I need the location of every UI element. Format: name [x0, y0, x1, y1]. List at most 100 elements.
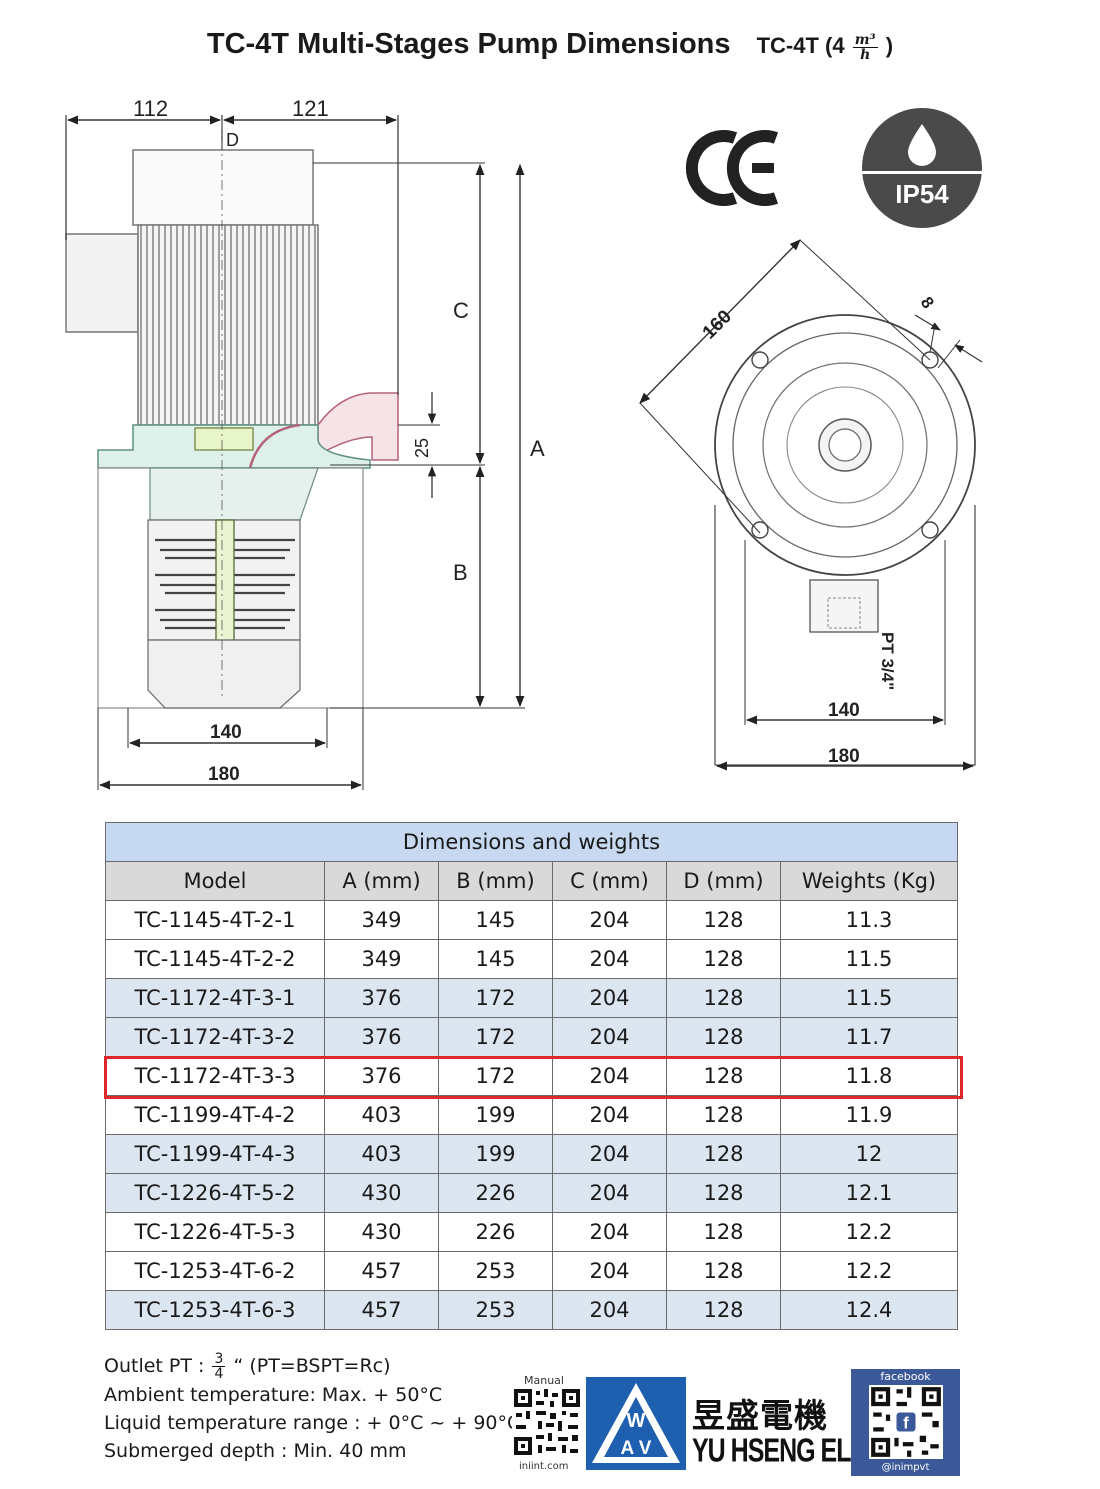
- outlet-plan: [809, 579, 879, 633]
- cell-model: TC-1145-4T-2-2: [105, 939, 325, 979]
- dim-8-label: 8: [917, 293, 938, 312]
- dim-25-label: 25: [412, 438, 432, 458]
- cell-d: 128: [666, 1134, 781, 1174]
- cell-a: 349: [324, 900, 439, 940]
- cell-b: 226: [438, 1212, 553, 1252]
- dim-b-label: B: [453, 560, 468, 585]
- cell-weight: 11.8: [780, 1056, 958, 1096]
- header-model: Model: [105, 861, 325, 901]
- cell-b: 145: [438, 900, 553, 940]
- cell-a: 430: [324, 1212, 439, 1252]
- cell-c: 204: [552, 1056, 667, 1096]
- cell-d: 128: [666, 978, 781, 1018]
- cell-c: 204: [552, 1095, 667, 1135]
- terminal-box: [65, 233, 139, 333]
- header-b: B (mm): [438, 861, 553, 901]
- plan-view: 160 8 PT 3/4" 140 180: [639, 239, 983, 771]
- cell-weight: 12.1: [780, 1173, 958, 1213]
- motor-fins: [137, 224, 319, 426]
- cell-a: 430: [324, 1173, 439, 1213]
- cell-b: 253: [438, 1290, 553, 1330]
- outlet-note: Outlet PT : 3 4 “ (PT=BSPT=Rc): [104, 1351, 391, 1382]
- svg-text:f: f: [903, 1413, 909, 1432]
- outlet-port: [317, 392, 399, 461]
- table-caption: Dimensions and weights: [105, 822, 958, 862]
- brand-logo: W A V: [586, 1377, 686, 1470]
- submerged-note: Submerged depth : Min. 40 mm: [104, 1440, 407, 1462]
- facebook-qr-icon: f: [869, 1385, 943, 1459]
- suction-bell: [147, 639, 301, 709]
- cell-c: 204: [552, 1251, 667, 1291]
- dim-d-label: D: [226, 130, 239, 150]
- outlet-fraction: 3 4: [212, 1351, 226, 1382]
- cell-weight: 12: [780, 1134, 958, 1174]
- cell-model: TC-1226-4T-5-3: [105, 1212, 325, 1252]
- cell-weight: 11.7: [780, 1017, 958, 1057]
- cell-b: 226: [438, 1173, 553, 1213]
- ambient-note: Ambient temperature: Max. + 50°C: [104, 1384, 443, 1406]
- liquid-note: Liquid temperature range : + 0°C ~ + 90°…: [104, 1412, 521, 1434]
- cell-weight: 11.3: [780, 900, 958, 940]
- cell-weight: 11.5: [780, 939, 958, 979]
- cell-a: 376: [324, 1017, 439, 1057]
- dim-112-label: 112: [133, 96, 168, 121]
- header-d: D (mm): [666, 861, 781, 901]
- flow-unit-fraction: m³ h: [852, 31, 878, 63]
- manual-qr-icon[interactable]: [512, 1387, 582, 1457]
- pump-neck: [149, 467, 319, 521]
- table-header-row: Model A (mm) B (mm) C (mm) D (mm) Weight…: [105, 861, 958, 901]
- cell-weight: 12.2: [780, 1251, 958, 1291]
- logo-w: W: [627, 1410, 646, 1432]
- plan-dim-140-label: 140: [828, 700, 860, 721]
- cell-b: 172: [438, 1017, 553, 1057]
- header-weight: Weights (Kg): [780, 861, 958, 901]
- cell-c: 204: [552, 1173, 667, 1213]
- cell-b: 253: [438, 1251, 553, 1291]
- side-elevation-view: 112 121 D C A B 25 140 180: [65, 96, 545, 790]
- header-a: A (mm): [324, 861, 439, 901]
- dim-121-label: 121: [292, 96, 329, 121]
- title-main: TC-4T Multi-Stages Pump Dimensions: [206, 28, 731, 60]
- cell-model: TC-1172-4T-3-3: [105, 1056, 325, 1096]
- cell-c: 204: [552, 1212, 667, 1252]
- cell-a: 457: [324, 1290, 439, 1330]
- cell-c: 204: [552, 1017, 667, 1057]
- dim-140-label: 140: [210, 722, 242, 743]
- cell-b: 172: [438, 1056, 553, 1096]
- title-model: TC-4T (4 m³ h ): [756, 31, 894, 63]
- cell-b: 199: [438, 1134, 553, 1174]
- cell-d: 128: [666, 1056, 781, 1096]
- dimensions-table-wrap: Dimensions and weights Model A (mm) B (m…: [105, 822, 958, 1330]
- spec-notes: Outlet PT : 3 4 “ (PT=BSPT=Rc) Ambient t…: [104, 1352, 520, 1465]
- cell-c: 204: [552, 900, 667, 940]
- logo-av: A V: [621, 1438, 652, 1459]
- cell-d: 128: [666, 1173, 781, 1213]
- cell-model: TC-1199-4T-4-2: [105, 1095, 325, 1135]
- cell-model: TC-1172-4T-3-2: [105, 1017, 325, 1057]
- cell-a: 403: [324, 1095, 439, 1135]
- cell-b: 172: [438, 978, 553, 1018]
- manual-label: Manual: [524, 1374, 564, 1387]
- thread-label: PT 3/4": [878, 632, 897, 690]
- cell-weight: 12.2: [780, 1212, 958, 1252]
- cell-a: 403: [324, 1134, 439, 1174]
- pump-dimension-drawing: 112 121 D C A B 25 140 180: [65, 96, 983, 790]
- cell-b: 199: [438, 1095, 553, 1135]
- facebook-qr-card[interactable]: facebook f @inimpvt: [851, 1369, 960, 1476]
- manual-url: iniint.com: [519, 1461, 569, 1472]
- cell-c: 204: [552, 939, 667, 979]
- cell-a: 457: [324, 1251, 439, 1291]
- cell-d: 128: [666, 1251, 781, 1291]
- motor-cap: [132, 149, 314, 226]
- volute-channel: [248, 423, 301, 469]
- cell-c: 204: [552, 978, 667, 1018]
